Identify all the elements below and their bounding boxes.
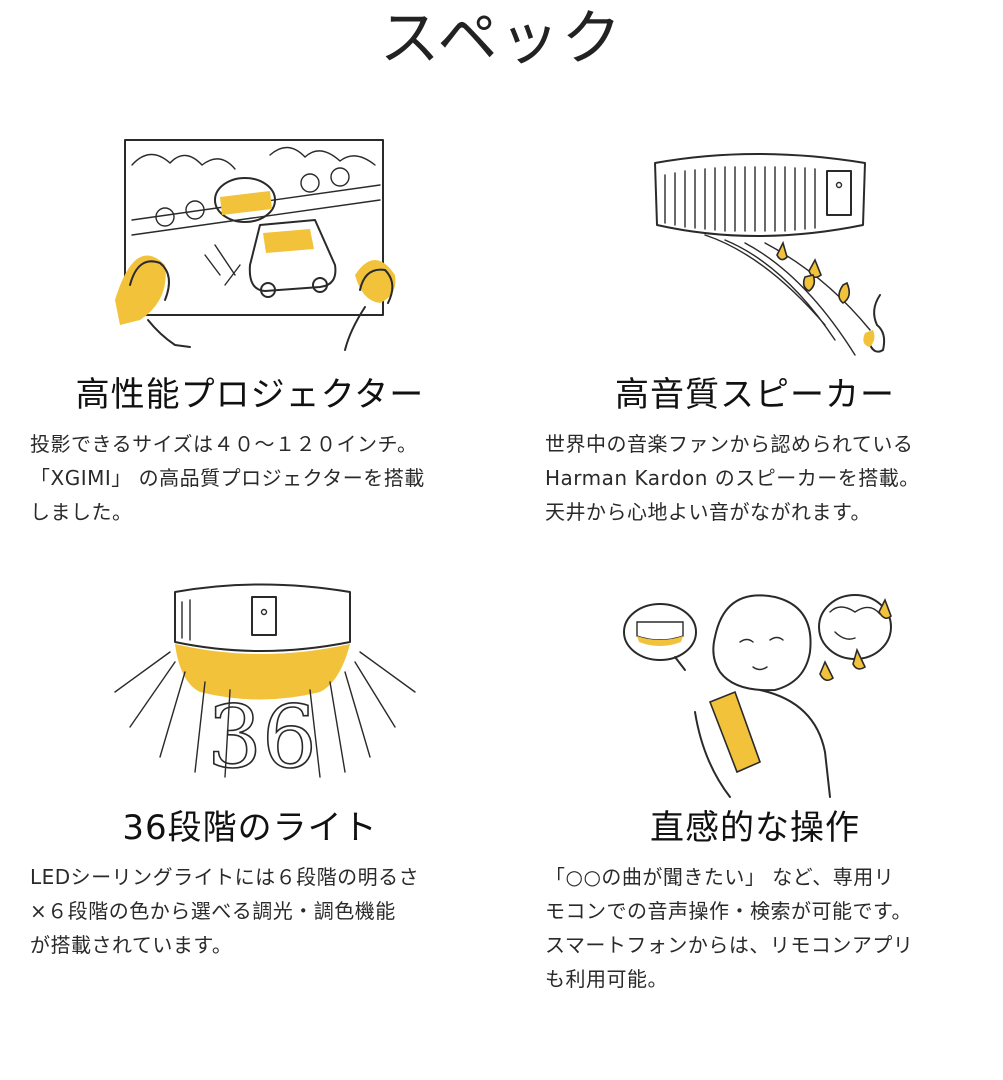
projector-scene-icon (20, 125, 480, 365)
feature-heading: 36段階のライト (122, 808, 378, 848)
feature-heading: 高性能プロジェクター (75, 375, 425, 415)
feature-description: 投影できるサイズは４０〜１２０インチ。 「XGIMI」 の高品質プロジェクターを… (30, 432, 425, 524)
voice-remote-icon (525, 572, 985, 812)
feature-description: 「○○の曲が聞きたい」 など、専用リ モコンでの音声操作・検索が可能です。 スマ… (545, 865, 914, 991)
feature-heading: 直感的な操作 (650, 808, 860, 848)
page-title: スペック (379, 4, 624, 74)
speaker-music-icon (525, 125, 985, 365)
feature-heading: 高音質スピーカー (615, 375, 895, 415)
feature-description: LEDシーリングライトには６段階の明るさ ×６段階の色から選べる調光・調色機能 … (30, 865, 420, 957)
illustration-number: 36 (207, 688, 316, 788)
feature-description: 世界中の音楽ファンから認められている Harman Kardon のスピーカーを… (545, 432, 920, 524)
ceiling-light-icon: 36 (20, 572, 480, 812)
